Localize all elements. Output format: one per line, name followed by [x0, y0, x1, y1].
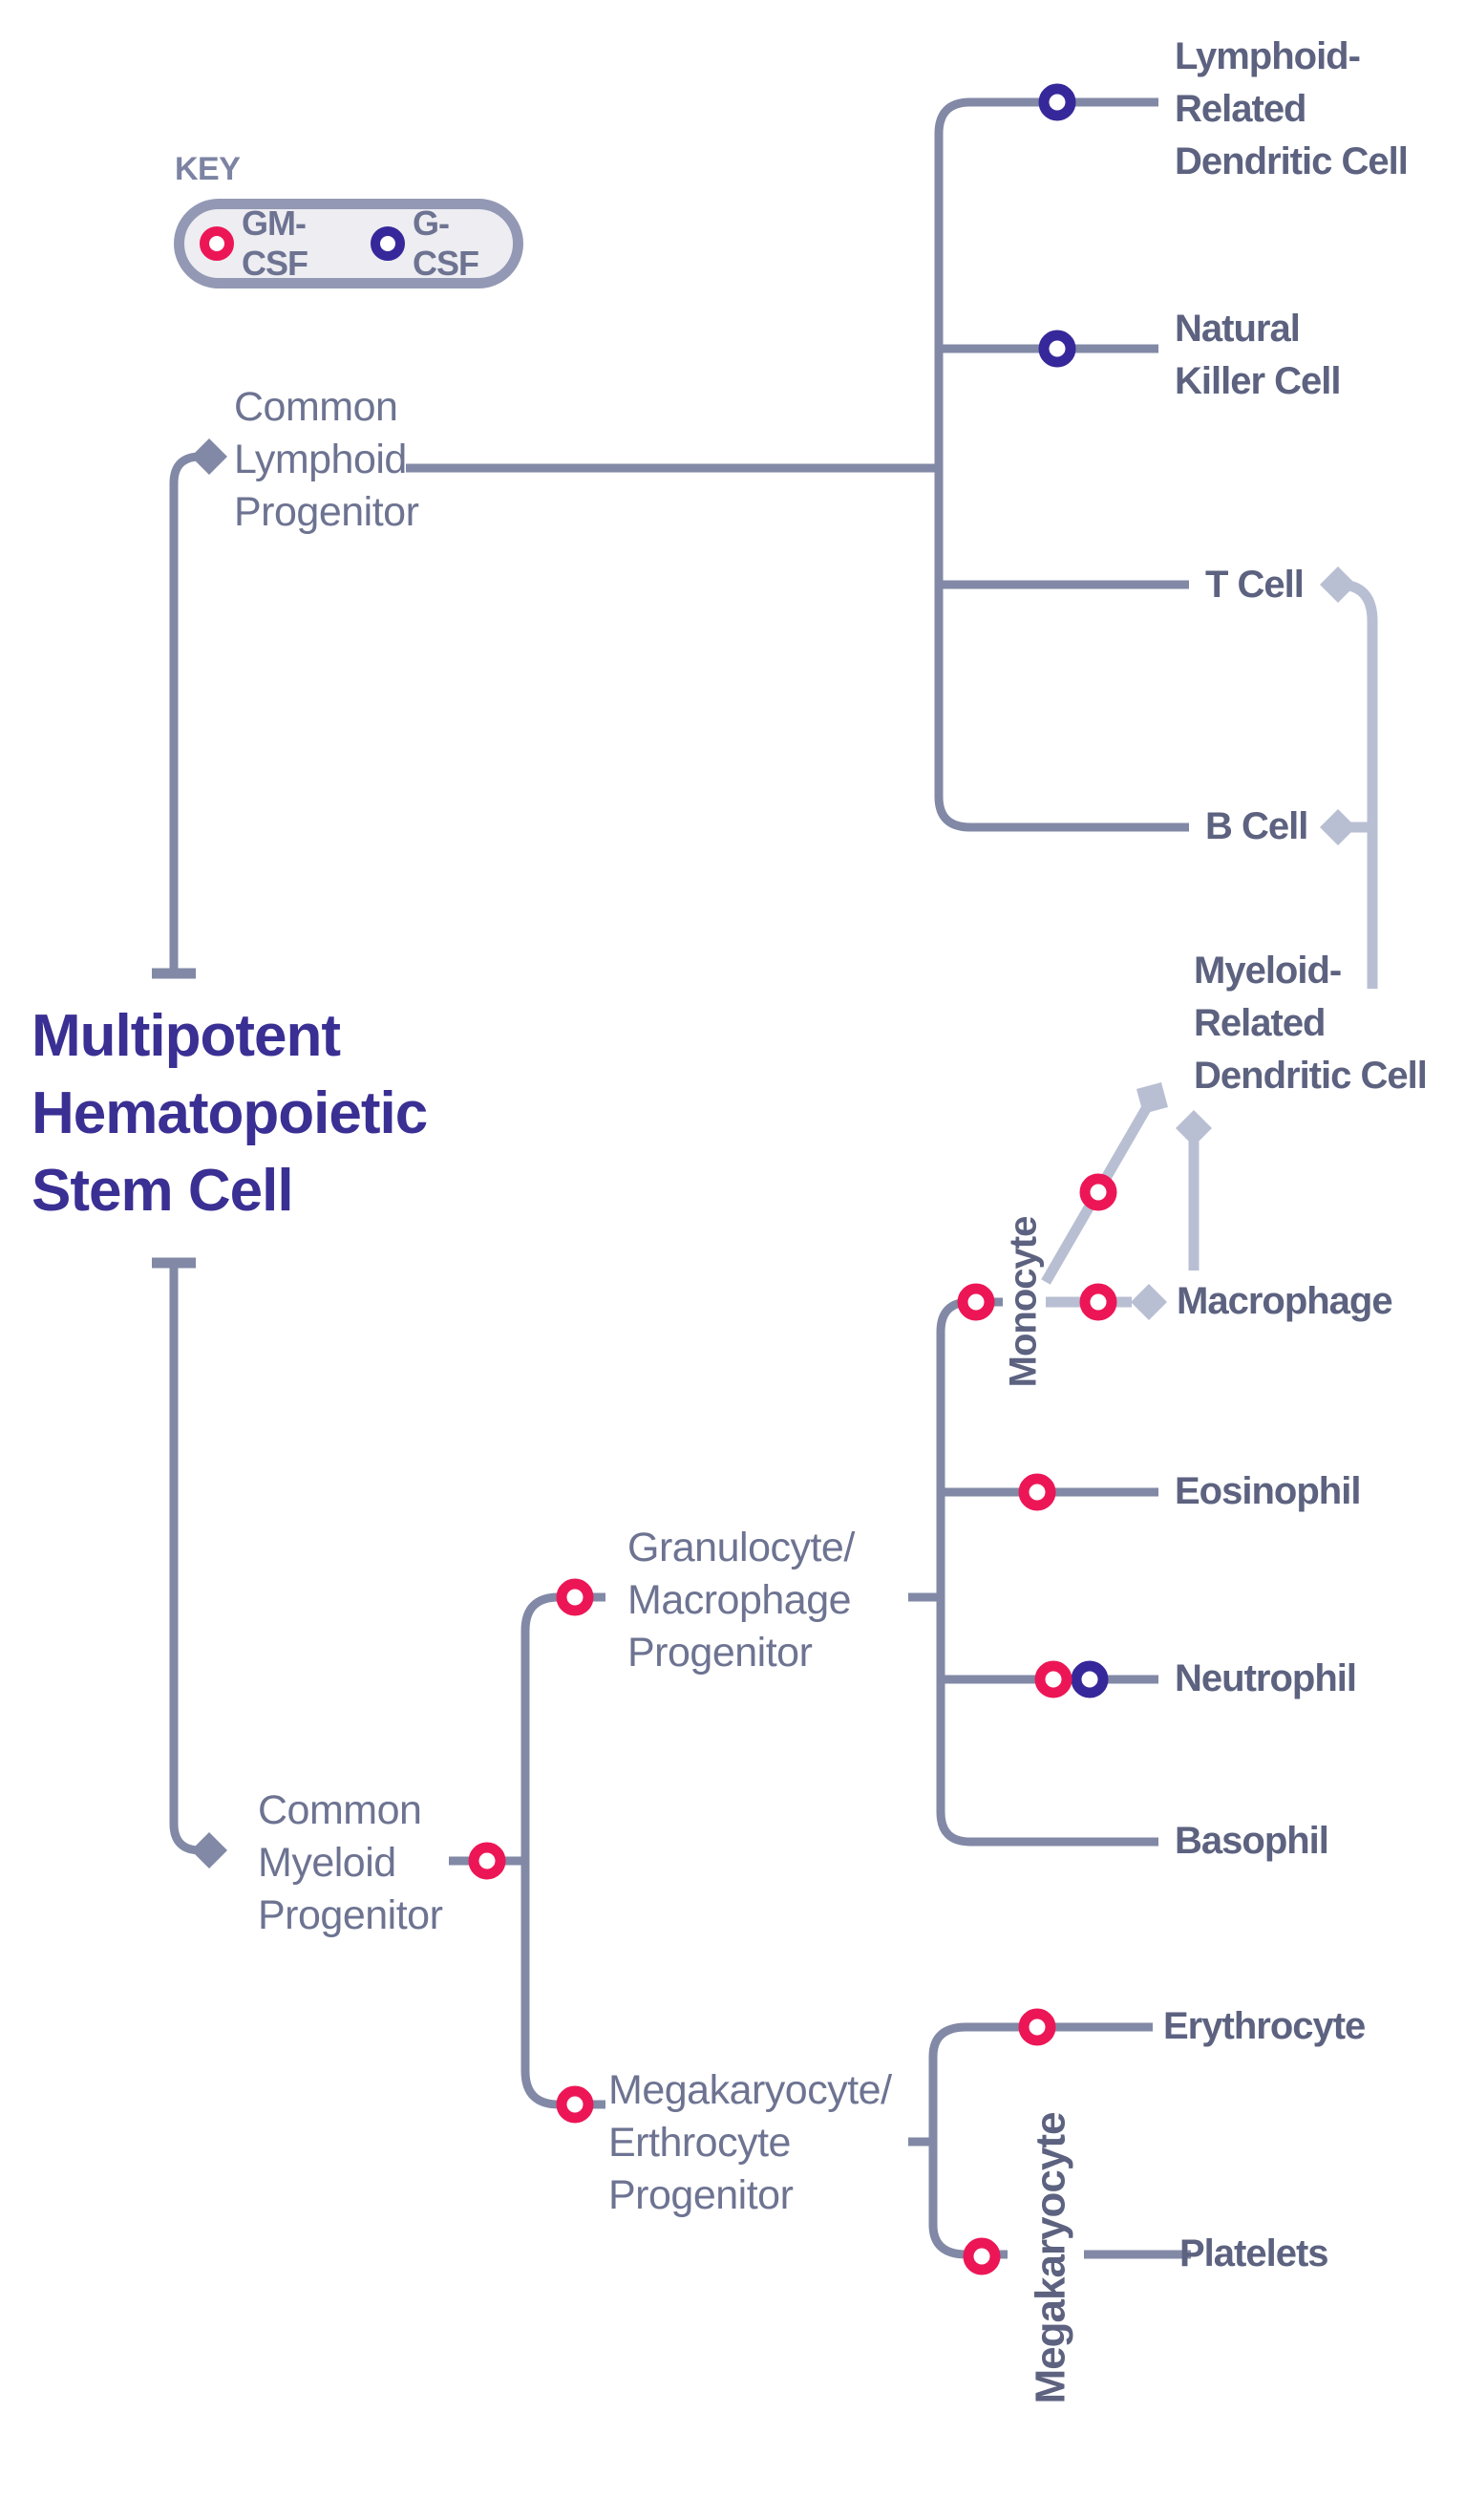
label-line: Myeloid: [258, 1840, 396, 1886]
eosinophil-label: Eosinophil: [1175, 1470, 1361, 1512]
gm-csf-marker-mep: [556, 2085, 594, 2124]
gm-csf-marker-neutrophil: [1034, 1660, 1072, 1698]
title-line: Hematopoietic: [32, 1080, 428, 1146]
macrophage-arrowhead-icon: [1131, 1284, 1167, 1320]
common-myeloid-progenitor-label: Common Myeloid Progenitor: [258, 1784, 443, 1942]
megakaryocyte-erthrocyte-progenitor-label: Megakaryocyte/ Erthrocyte Progenitor: [608, 2064, 892, 2222]
t-cell-label: T Cell: [1205, 564, 1305, 606]
label-line: Common: [258, 1787, 422, 1833]
up-arrowhead-icon: [1176, 1110, 1212, 1146]
key-item-gm-csf: GM-CSF: [242, 203, 308, 283]
platelets-label: Platelets: [1179, 2232, 1329, 2274]
gm-csf-marker-eosinophil: [1018, 1473, 1056, 1511]
basophil-label: Basophil: [1175, 1820, 1329, 1862]
title-line: Multipotent: [32, 1003, 341, 1069]
lymphoid-dendritic-cell-label: Lymphoid- Related Dendritic Cell: [1175, 31, 1409, 188]
natural-killer-cell-label: Natural Killer Cell: [1175, 303, 1342, 408]
label-line: Progenitor: [234, 489, 419, 535]
granulocyte-macrophage-progenitor-label: Granulocyte/ Macrophage Progenitor: [627, 1522, 855, 1679]
neutrophil-label: Neutrophil: [1175, 1657, 1357, 1699]
gm-csf-marker-gmp: [556, 1578, 594, 1616]
myeloid-trunk-line: [520, 1592, 605, 2109]
label-line: Lymphoid: [234, 437, 407, 482]
gm-csf-marker-monocyte-dendritic: [1079, 1173, 1117, 1211]
gm-csf-marker-erythrocyte: [1018, 2008, 1056, 2046]
megakaryocyte-label: Megakaryocyte: [1027, 2112, 1074, 2404]
label-line: Erthrocyte: [608, 2120, 791, 2166]
g-csf-marker-neutrophil: [1071, 1660, 1109, 1698]
gm-csf-marker-monocyte: [957, 1283, 995, 1321]
label-line: Dendritic Cell: [1194, 1055, 1428, 1097]
label-line: Natural: [1175, 308, 1301, 350]
b-cell-arrowhead-icon: [1320, 809, 1356, 845]
myeloid-arrowhead-icon: [191, 1832, 227, 1869]
macrophage-label: Macrophage: [1177, 1280, 1393, 1322]
gm-csf-marker-macrophage: [1079, 1283, 1117, 1321]
title-line: Stem Cell: [32, 1158, 294, 1224]
g-csf-marker-lymphoid-dc: [1038, 83, 1076, 121]
monocyte-label: Monocyte: [1002, 1216, 1045, 1388]
stem-to-myeloid-rail: [169, 1263, 204, 1855]
label-line: Progenitor: [627, 1630, 813, 1676]
label-line: Lymphoid-: [1175, 35, 1361, 77]
label-line: Progenitor: [258, 1892, 443, 1938]
label-line: Related: [1175, 88, 1306, 130]
label-line: Megakaryocyte/: [608, 2067, 892, 2113]
stem-to-lymphoid-rail: [169, 452, 204, 969]
t-cell-arrowhead-icon: [1320, 566, 1356, 603]
common-lymphoid-progenitor-label: Common Lymphoid Progenitor: [234, 381, 419, 539]
key-legend-box: GM-CSF G-CSF: [174, 199, 523, 288]
stem-cell-title: Multipotent Hematopoietic Stem Cell: [32, 997, 428, 1229]
label-line: Macrophage: [627, 1577, 852, 1623]
label-line: Killer Cell: [1175, 360, 1342, 402]
key-title: KEY: [175, 151, 241, 187]
label-line: Related: [1194, 1002, 1326, 1044]
dendritic-to-tcell-rail: [1338, 579, 1378, 989]
key-item-g-csf: G-CSF: [413, 203, 479, 283]
label-line: Common: [234, 384, 398, 430]
gm-csf-marker-common-myeloid: [468, 1842, 506, 1880]
myeloid-dendritic-cell-label: Myeloid- Related Dendritic Cell: [1194, 945, 1428, 1102]
diagonal-arrowhead-icon: [1136, 1082, 1168, 1114]
g-csf-marker-natural-killer: [1038, 330, 1076, 368]
label-line: Progenitor: [608, 2172, 794, 2218]
lymphoid-trunk-line: [934, 97, 1189, 832]
label-line: Myeloid-: [1194, 950, 1342, 992]
label-line: Dendritic Cell: [1175, 140, 1409, 182]
label-line: Granulocyte/: [627, 1525, 855, 1570]
mep-trunk-line: [928, 2022, 1153, 2259]
b-cell-label: B Cell: [1205, 805, 1308, 847]
gm-csf-ring-icon: [200, 226, 234, 261]
g-csf-ring-icon: [371, 226, 406, 261]
erythrocyte-label: Erythrocyte: [1163, 2005, 1366, 2047]
gm-csf-marker-megakaryocyte: [963, 2237, 1001, 2275]
lymphoid-arrowhead-icon: [191, 438, 227, 475]
